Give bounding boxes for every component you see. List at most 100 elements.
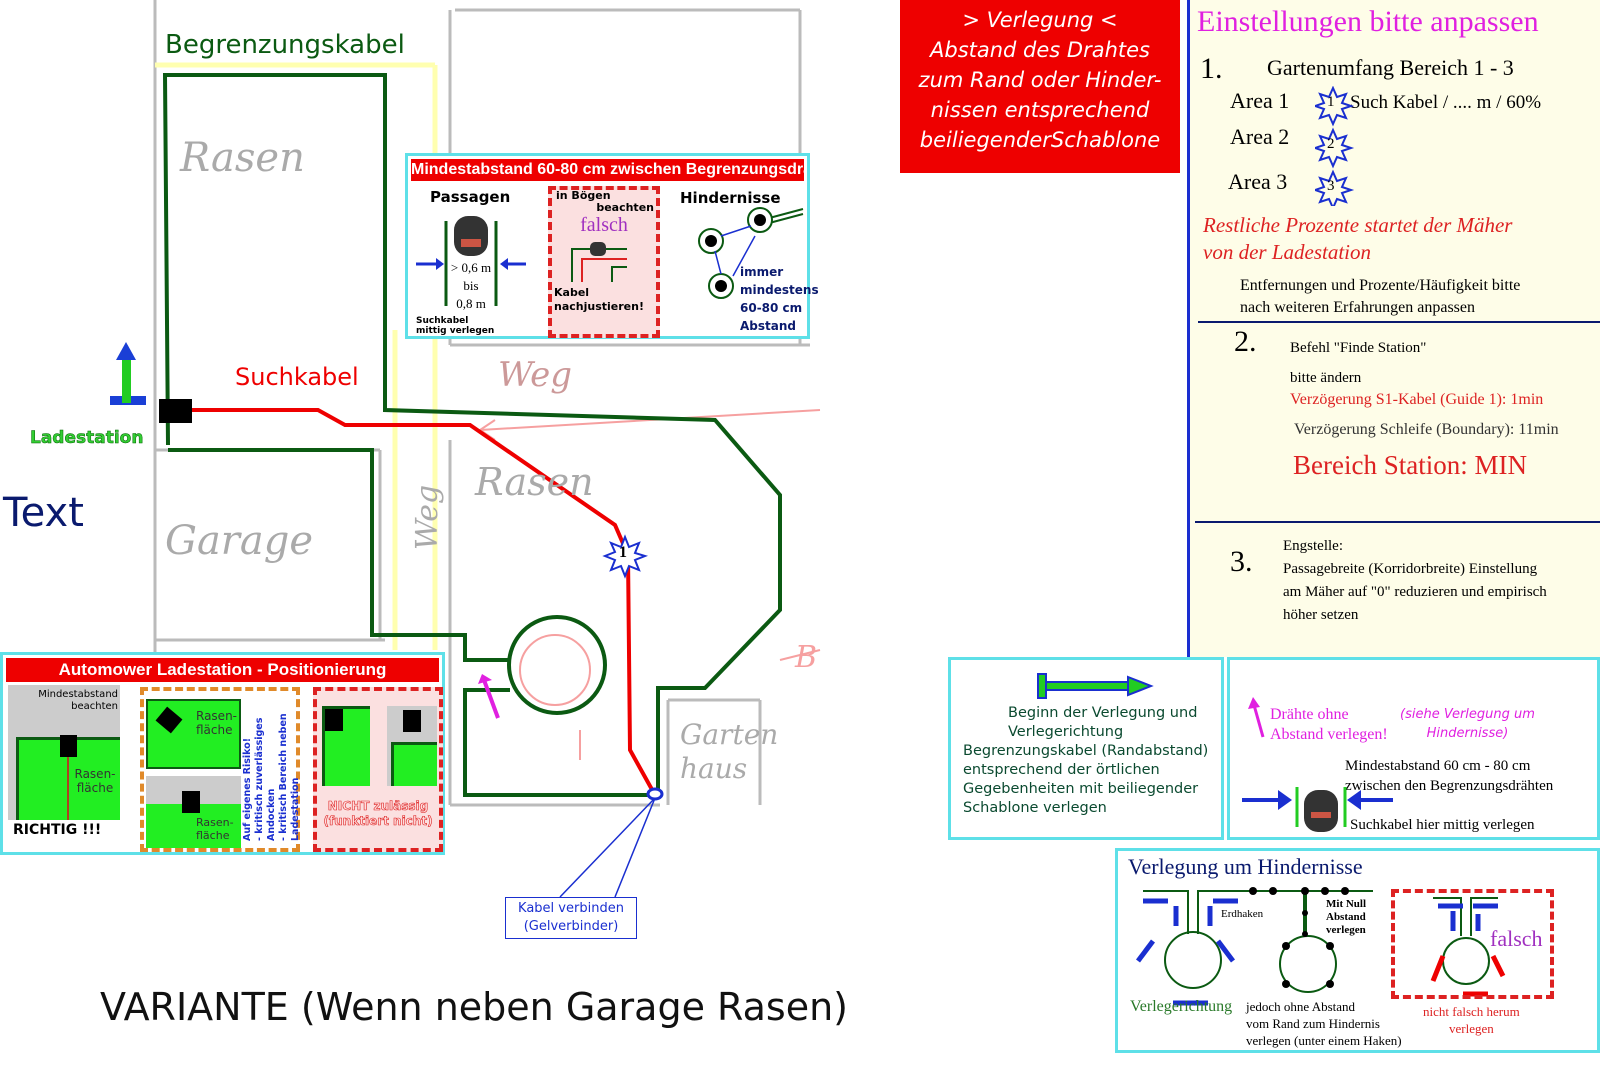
note-line: am Mäher auf "0" reduzieren und empirisc… — [1283, 584, 1547, 600]
sketch-label: Weg — [498, 355, 573, 395]
sketch-label: Garage — [165, 518, 314, 564]
section-3-text: Engstelle:Passagebreite (Korridorbreite)… — [1283, 535, 1547, 627]
note-line: mittig verlegen — [416, 326, 495, 336]
section-heading: Gartenumfang Bereich 1 - 3 — [1267, 55, 1514, 80]
note-line: Hindernisse) — [1426, 726, 1509, 741]
note-line: Begrenzungskabel (Randabstand) — [963, 743, 1209, 759]
star-number: 1 — [1327, 94, 1335, 110]
curve-icon — [571, 242, 627, 282]
passagen-title: Passagen — [430, 188, 511, 206]
wrong-position: NICHT zulässig(funktiert nicht) — [313, 687, 443, 852]
note-line: Abstand verlegen! — [1270, 726, 1388, 743]
note-line: Auf eigenes Risiko! — [242, 737, 253, 841]
star-number: 2 — [1327, 136, 1335, 152]
charging-station — [159, 399, 192, 423]
note-line: verlegen (unter einem Haken) — [1246, 1033, 1402, 1048]
sketch-label: Garten haus — [680, 718, 779, 785]
note-line: nachjustieren! — [554, 300, 644, 313]
obstacle-diagrams — [1136, 887, 1506, 1006]
guide-wire — [190, 408, 657, 796]
note-line: Befehl "Finde Station" — [1290, 340, 1427, 356]
obstacle-circle — [507, 615, 607, 715]
area-label: Area 1 — [1230, 88, 1290, 113]
text-label: Text — [3, 490, 84, 536]
note-line: vom Rand zum Hindernis — [1246, 1016, 1380, 1031]
area-note: Such Kabel / .... m / 60% — [1350, 92, 1542, 113]
note-line: Beginn der Verlegung und — [1008, 705, 1198, 721]
sketch-label: Rasen — [475, 460, 594, 504]
distance-info-box: Mindestabstand 60-80 cm zwischen Begrenz… — [405, 153, 819, 339]
magenta-arrow-icon — [1248, 697, 1265, 738]
note-line: verlegen — [1448, 1021, 1494, 1036]
area-label: Area 3 — [1228, 169, 1288, 194]
guide-note: Suchkabel hier mittig verlegen — [1350, 817, 1535, 833]
note-line: verlegen — [1326, 924, 1366, 936]
station-label: Ladestation — [30, 428, 144, 449]
star-number: 3 — [1327, 178, 1335, 194]
hindernisse-title: Hindernisse — [680, 189, 781, 207]
not-allowed-label: NICHT zulässig(funktiert nicht) — [317, 799, 439, 829]
area-label: Area 2 — [1230, 124, 1290, 149]
note-line: Schablone verlegen — [963, 800, 1107, 816]
section-number: 2. — [1234, 325, 1257, 358]
callout-line: (Gelverbinder) — [523, 919, 619, 934]
note-line: beachten — [71, 701, 118, 712]
station-positioning-box: Automower Ladestation - Positionierung M… — [0, 652, 445, 855]
note-line: (funktiert nicht) — [323, 814, 433, 829]
note-line: Abstand — [1326, 911, 1366, 923]
measure-line: > 0,6 m — [450, 260, 492, 275]
note-line: Gegebenheiten mit beiliegender — [963, 781, 1199, 797]
guide-delay: Verzögerung S1-Kabel (Guide 1): 1min — [1290, 391, 1544, 408]
sketch-label: Rasen — [180, 135, 305, 181]
note-line: Passagebreite (Korridorbreite) Einstellu… — [1283, 561, 1538, 577]
note-line: mindestens — [740, 283, 819, 297]
note-line: entsprechend der örtlichen — [963, 762, 1160, 778]
rasen-label: Rasen-fläche — [196, 816, 234, 842]
direction-label: Verlegerichtung — [1130, 998, 1233, 1015]
boundary-label: Begrenzungskabel — [165, 30, 405, 60]
settings-title: Einstellungen bitte anpassen — [1197, 5, 1539, 38]
note-line: > Verlegung < — [962, 8, 1118, 32]
note-line: zwischen den Begrenzungsdrähten — [1345, 778, 1554, 794]
note-line: NICHT zulässig — [327, 799, 429, 814]
section-number: 3. — [1230, 545, 1253, 578]
note-line: Suchkabel — [416, 316, 469, 326]
note-line: - kritisch Bereich neben Ladestation — [278, 713, 301, 841]
measure-line: bis — [463, 278, 479, 293]
sketch-label: Weg — [410, 484, 446, 551]
obstacles-title: Verlegung um Hindernisse — [1128, 854, 1363, 879]
mower-guide-icon — [1242, 787, 1347, 832]
rasen-label: Rasen-fläche — [196, 709, 237, 737]
note-line: bitte ändern — [1290, 370, 1362, 386]
connector-icon — [646, 787, 664, 801]
note-line: Drähte ohne — [1270, 706, 1349, 723]
note-line: nach weiteren Erfahrungen anpassen — [1240, 299, 1475, 316]
measure-line: 0,8 m — [456, 296, 486, 311]
richtig-label: RICHTIG !!! — [13, 822, 102, 838]
section-2-text: Befehl "Finde Station" bitte ändern — [1290, 333, 1426, 393]
boundary-wire — [162, 73, 782, 797]
risky-position: Rasen-fläche Rasen-fläche Auf eigenes Ri… — [140, 687, 301, 852]
note-line: Verlegerichtung — [1008, 724, 1124, 740]
divider — [1195, 521, 1600, 523]
note-line: immer — [740, 265, 784, 279]
note-line: nicht falsch herum — [1423, 1004, 1520, 1019]
note-line: höher setzen — [1283, 607, 1359, 623]
note-line: Entfernungen und Prozente/Häufigkeit bit… — [1240, 277, 1521, 294]
boundary-delay: Verzögerung Schleife (Boundary): 11min — [1294, 421, 1559, 438]
obstacles-legend: Verlegung um Hindernisse Verlegerichtung… — [1115, 848, 1600, 1053]
passage-measure: > 0,6 m bis 0,8 m — [446, 259, 496, 313]
station-area: Bereich Station: MIN — [1293, 450, 1527, 480]
rasen-label: Rasen-fläche — [74, 767, 116, 795]
